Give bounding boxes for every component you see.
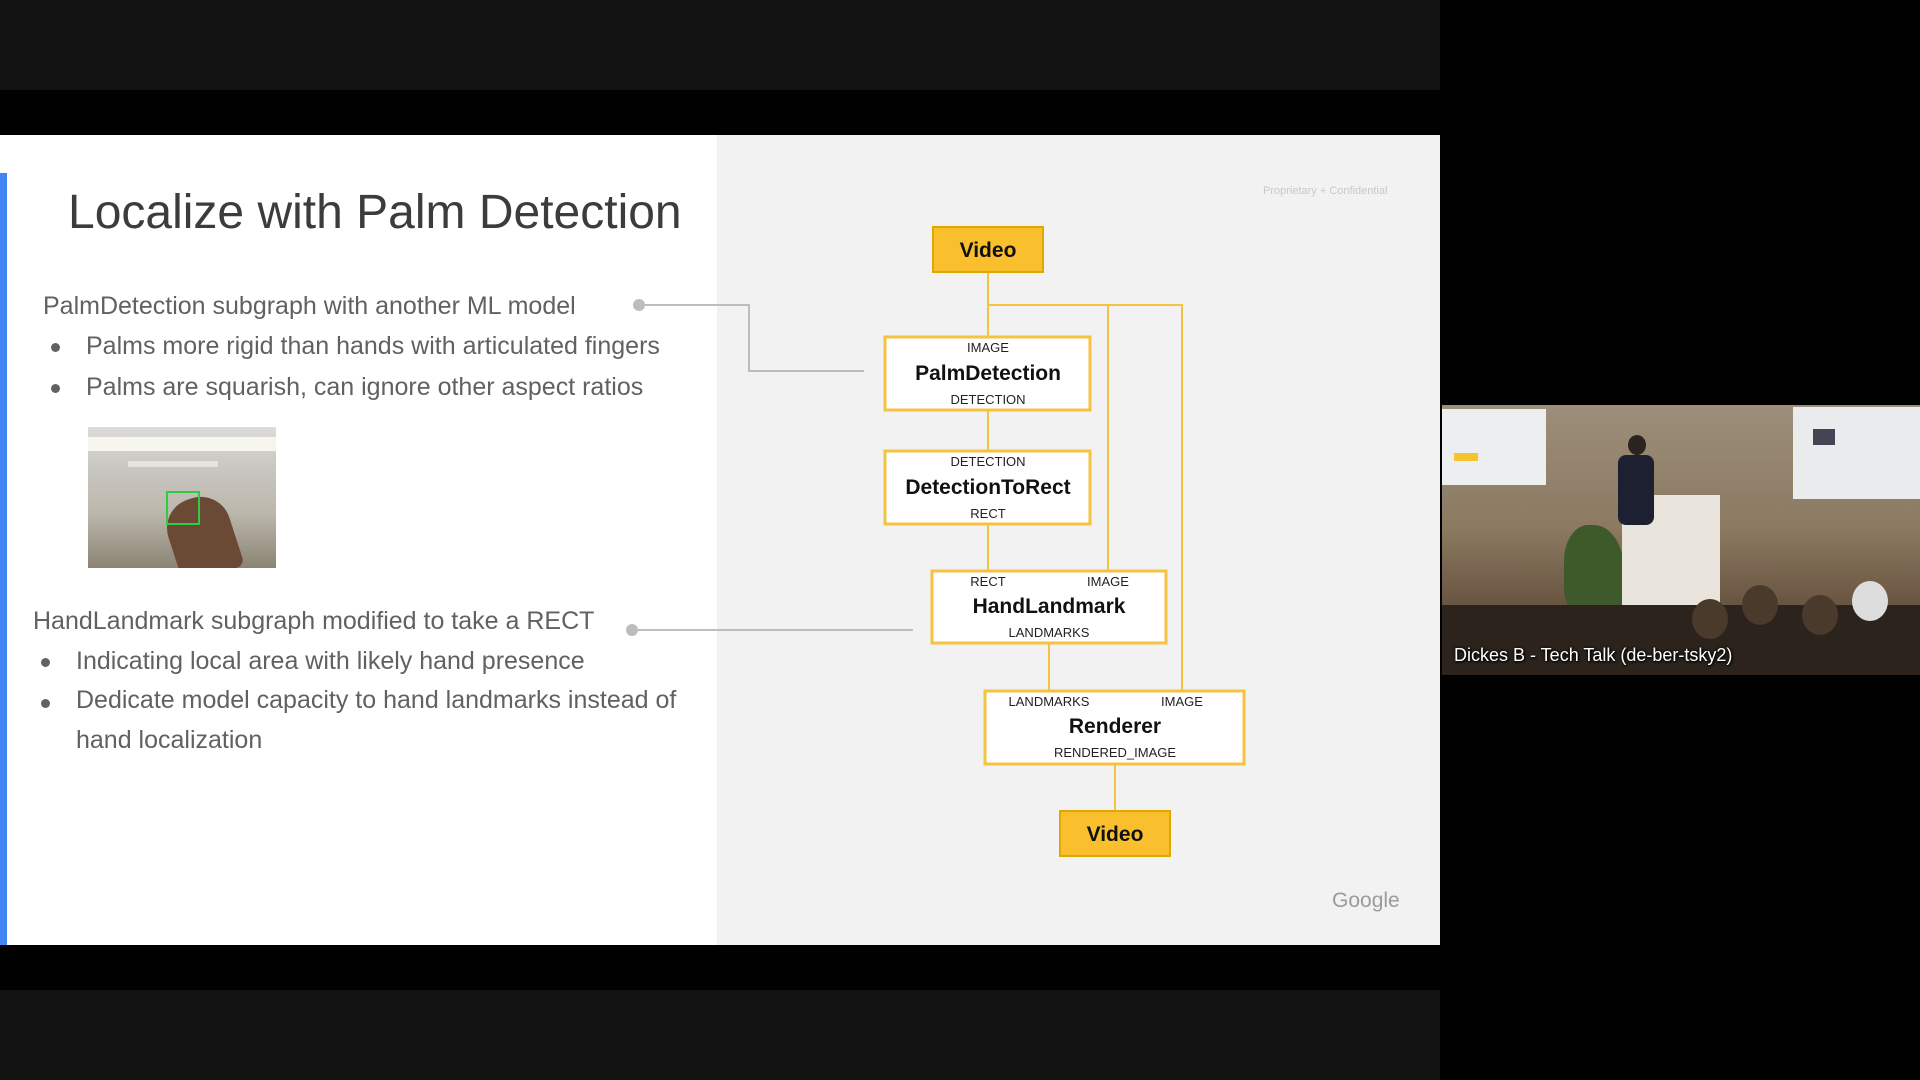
palm-detection-output: DETECTION	[950, 392, 1025, 407]
section2-bullet-2: Dedicate model capacity to hand landmark…	[76, 686, 677, 754]
slide-accent-bar	[0, 173, 7, 945]
detection-to-rect-name: DetectionToRect	[905, 476, 1070, 499]
confidential-note: Proprietary + Confidential	[1263, 185, 1388, 197]
renderer-input-image: IMAGE	[1161, 694, 1203, 709]
palm-detection-name: PalmDetection	[915, 362, 1061, 385]
mediapipe-graph: Video IMAGE PalmDetection DETECTION DETE…	[883, 226, 1246, 857]
speaker-body	[1618, 455, 1654, 525]
top-letterbox	[0, 0, 1440, 90]
video-input-label: Video	[960, 239, 1017, 262]
projector-screen-right	[1793, 407, 1920, 499]
hand-landmark-input-image: IMAGE	[1087, 574, 1129, 589]
renderer-output: RENDERED_IMAGE	[1054, 745, 1176, 760]
callout-dot	[626, 624, 638, 636]
hand-landmark-input-rect: RECT	[970, 574, 1005, 589]
palm-detection-example-image	[88, 427, 276, 568]
hand-landmark-name: HandLandmark	[973, 595, 1126, 618]
renderer-input-landmarks: LANDMARKS	[1009, 694, 1090, 709]
section2-bullet-1: Indicating local area with likely hand p…	[76, 647, 585, 675]
detection-to-rect-output: RECT	[970, 506, 1005, 521]
palm-detection-node: IMAGE PalmDetection DETECTION	[883, 335, 1092, 412]
hand-landmark-output: LANDMARKS	[1009, 625, 1090, 640]
video-input-node: Video	[932, 226, 1044, 273]
bullet-dot-icon	[41, 699, 50, 708]
palm-bounding-box	[166, 491, 200, 525]
bullet-dot-icon	[51, 384, 60, 393]
callout-line-palm	[645, 304, 864, 372]
graph-edges	[987, 272, 1183, 811]
slide-title: Localize with Palm Detection	[68, 186, 682, 239]
section2-heading: HandLandmark subgraph modified to take a…	[33, 607, 595, 635]
video-output-node: Video	[1059, 810, 1171, 857]
bullet-dot-icon	[41, 658, 50, 667]
audience	[1442, 581, 1920, 675]
section1-heading: PalmDetection subgraph with another ML m…	[43, 292, 576, 320]
video-output-label: Video	[1087, 823, 1144, 846]
camera-caption: Dickes B - Tech Talk (de-ber-tsky2)	[1454, 645, 1733, 665]
renderer-node: LANDMARKS IMAGE Renderer RENDERED_IMAGE	[983, 689, 1246, 766]
callout-dot	[633, 299, 645, 311]
section1-bullet-2: Palms are squarish, can ignore other asp…	[86, 373, 644, 401]
section1-bullet-1: Palms more rigid than hands with articul…	[86, 332, 660, 360]
speaker-camera-feed: Dickes B - Tech Talk (de-ber-tsky2)	[1442, 405, 1920, 675]
google-logo: Google	[1332, 889, 1400, 912]
speaker-head	[1628, 435, 1646, 455]
bottom-letterbox	[0, 990, 1440, 1080]
renderer-name: Renderer	[1069, 715, 1161, 738]
bullet-dot-icon	[51, 343, 60, 352]
hand-landmark-node: RECT IMAGE HandLandmark LANDMARKS	[930, 569, 1168, 645]
presentation-slide: Localize with Palm Detection PalmDetecti…	[0, 135, 1440, 945]
detection-to-rect-input: DETECTION	[950, 454, 1025, 469]
palm-detection-input: IMAGE	[967, 340, 1009, 355]
projector-screen-left	[1442, 409, 1546, 485]
callout-lines	[626, 299, 913, 636]
detection-to-rect-node: DETECTION DetectionToRect RECT	[883, 449, 1092, 526]
plant	[1564, 525, 1624, 615]
